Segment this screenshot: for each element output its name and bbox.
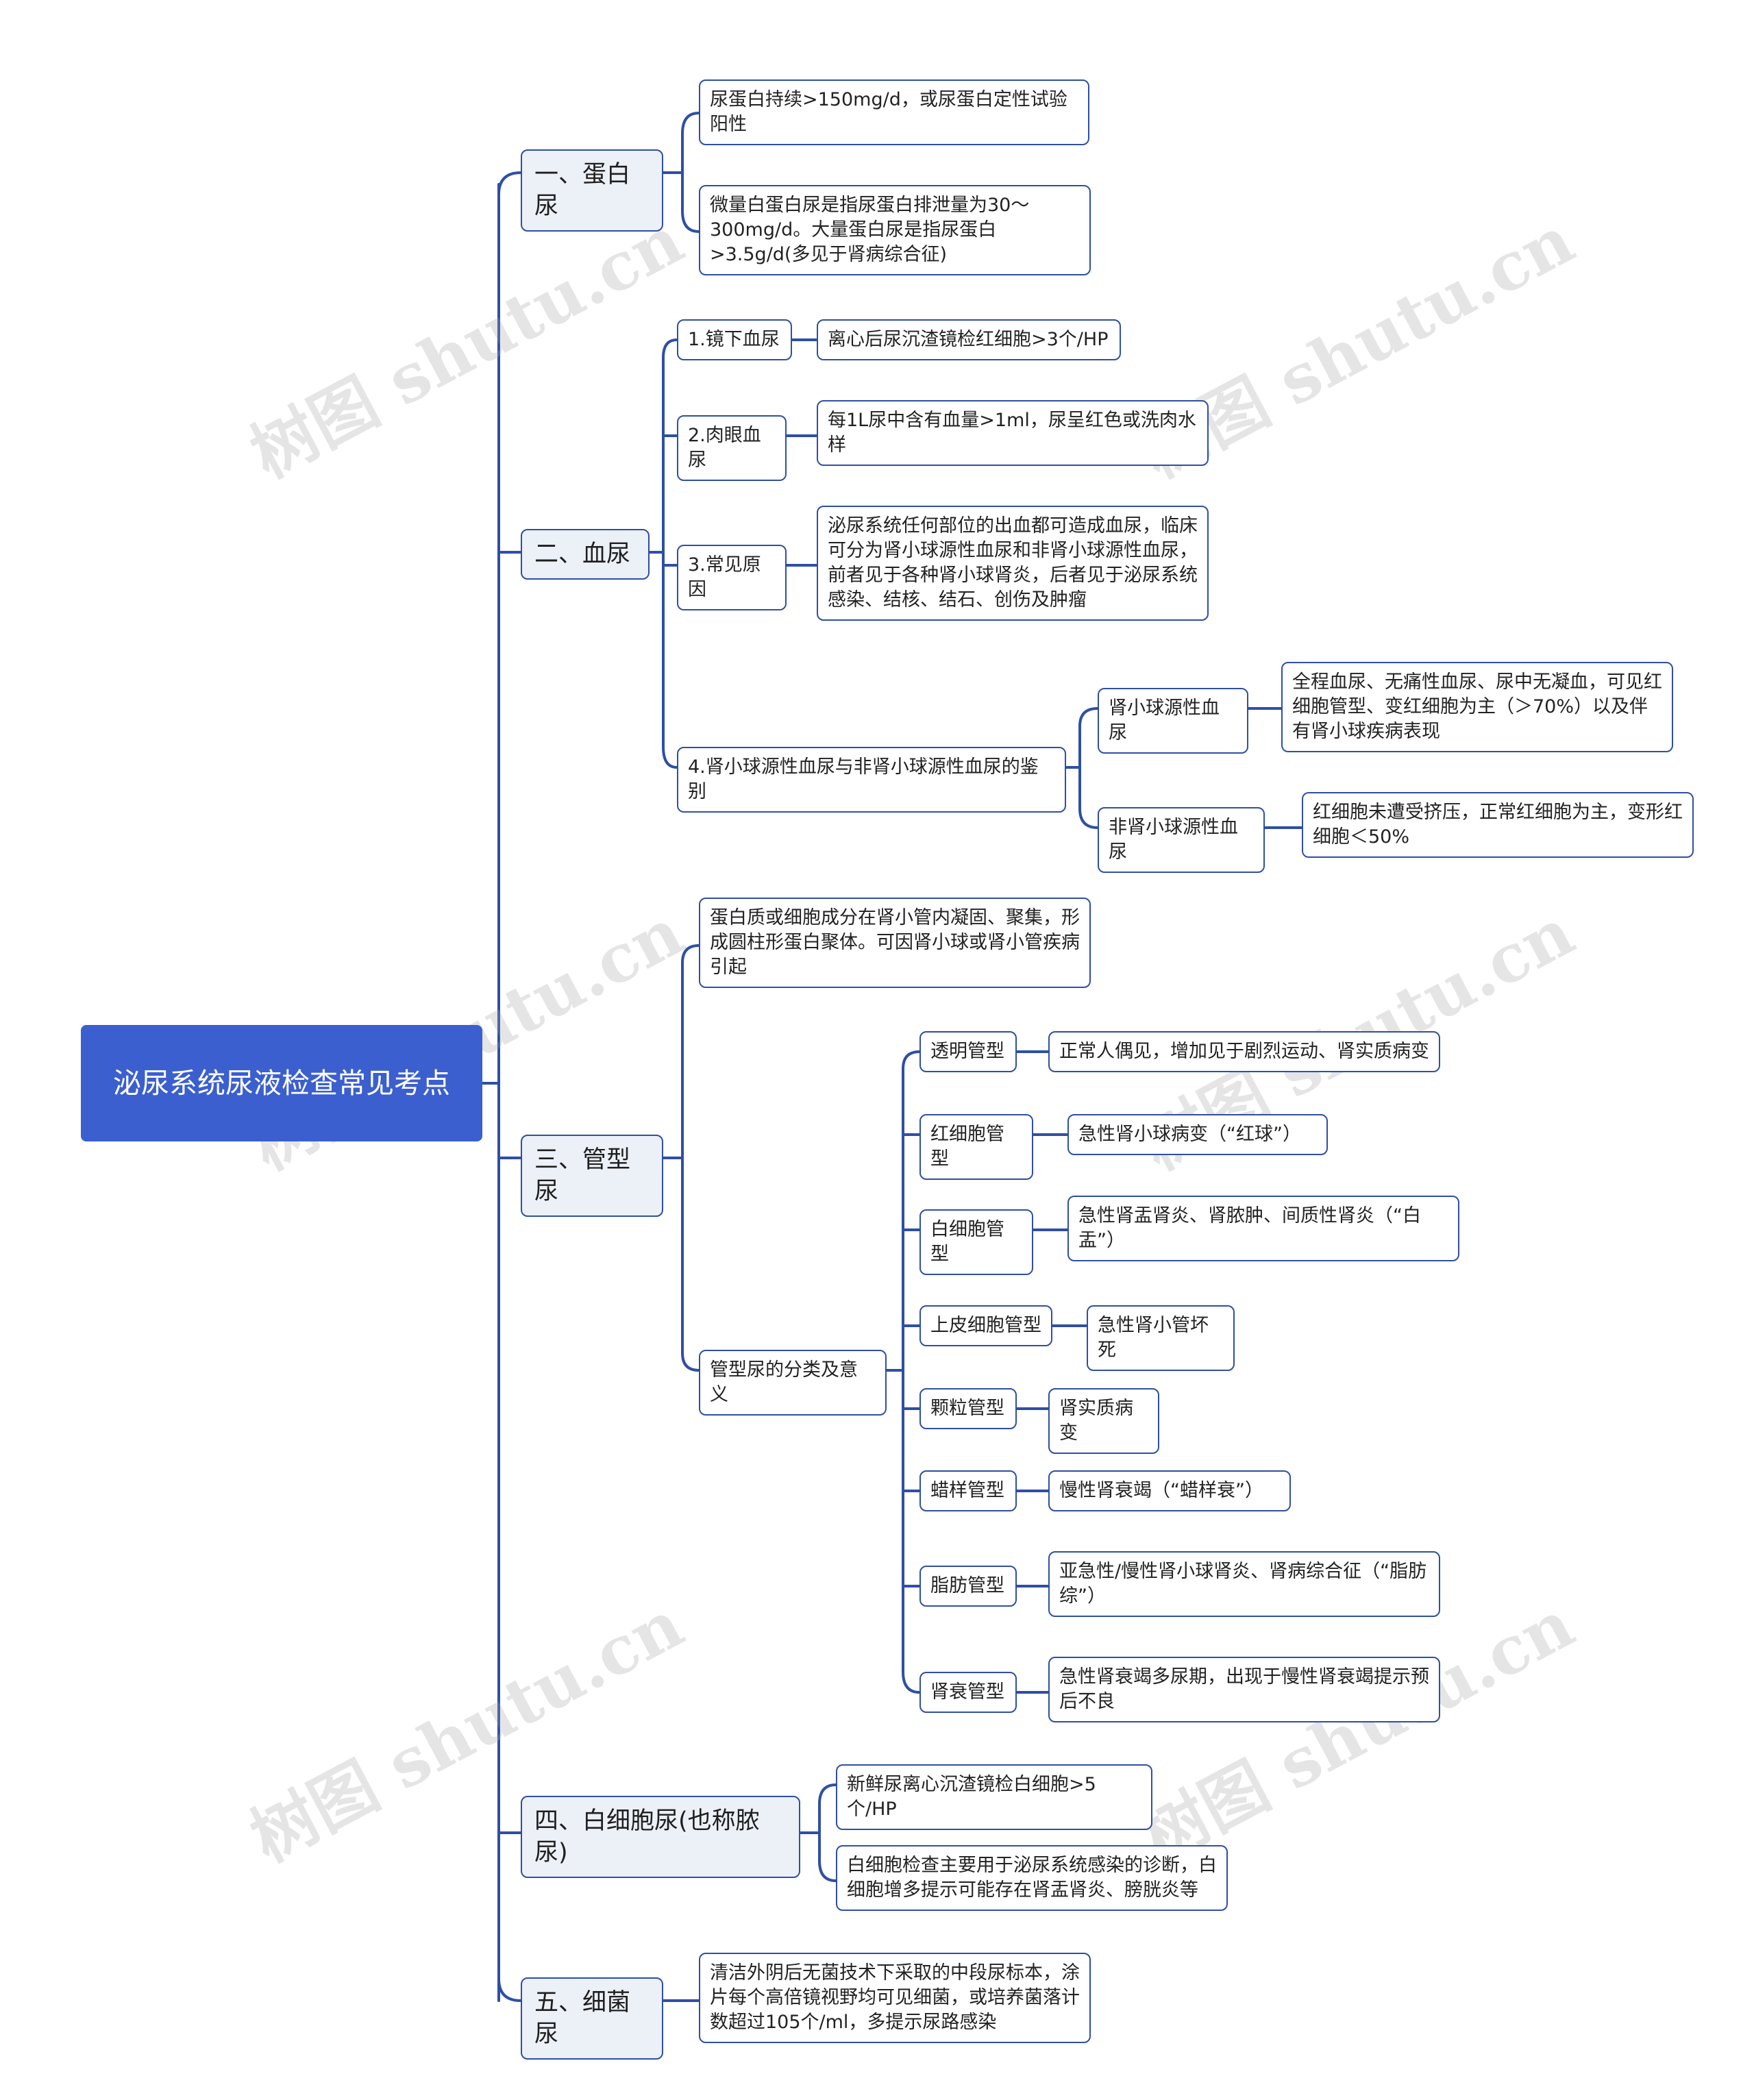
common-causes-desc[interactable]: 泌尿系统任何部位的出血都可造成血尿，临床可分为肾小球源性血尿和非肾小球源性血尿，… <box>817 506 1209 621</box>
cast-type-wbc-desc[interactable]: 急性肾盂肾炎、肾脓肿、间质性肾炎（“白盂”） <box>1067 1196 1459 1261</box>
gross-hematuria-desc[interactable]: 每1L尿中含有血量>1ml，尿呈红色或洗肉水样 <box>817 400 1209 466</box>
cast-type-fatty-desc[interactable]: 亚急性/慢性肾小球肾炎、肾病综合征（“脂肪综”） <box>1048 1551 1440 1617</box>
cast-type-rbc[interactable]: 红细胞管型 <box>919 1114 1033 1180</box>
gross-hematuria-label[interactable]: 2.肉眼血尿 <box>677 415 787 481</box>
cast-type-granular-desc[interactable]: 肾实质病变 <box>1048 1388 1159 1454</box>
leukocyturia-item-1[interactable]: 新鲜尿离心沉渣镜检白细胞>5个/HP <box>836 1764 1152 1830</box>
cast-type-rbc-desc[interactable]: 急性肾小球病变（“红球”） <box>1067 1114 1328 1155</box>
link-l1-bact <box>497 1977 522 2002</box>
bacteriuria-item-1[interactable]: 清洁外阴后无菌技术下采取的中段尿标本，涂片每个高倍镜视野均可见细菌，或培养菌落计… <box>699 1953 1091 2043</box>
leukocyturia-item-2[interactable]: 白细胞检查主要用于泌尿系统感染的诊断，白细胞增多提示可能存在肾盂肾炎、膀胱炎等 <box>836 1845 1228 1911</box>
microscopic-hematuria-label[interactable]: 1.镜下血尿 <box>677 319 792 360</box>
cast-type-waxy-desc[interactable]: 慢性肾衰竭（“蜡样衰”） <box>1048 1470 1291 1511</box>
glomerular-hematuria-desc[interactable]: 全程血尿、无痛性血尿、尿中无凝血，可见红细胞管型、变红细胞为主（＞70%）以及伴… <box>1281 662 1673 752</box>
cast-classification-label[interactable]: 管型尿的分类及意义 <box>699 1350 887 1416</box>
cast-type-granular[interactable]: 颗粒管型 <box>919 1388 1017 1429</box>
microscopic-hematuria-desc[interactable]: 离心后尿沉渣镜检红细胞>3个/HP <box>817 319 1121 360</box>
cast-type-epithelial[interactable]: 上皮细胞管型 <box>919 1305 1052 1346</box>
protein-item-2[interactable]: 微量白蛋白尿是指尿蛋白排泄量为30～300mg/d。大量蛋白尿是指尿蛋白>3.5… <box>699 185 1091 275</box>
link-l1-protein <box>497 171 522 196</box>
non-glomerular-hematuria-desc[interactable]: 红细胞未遭受挤压，正常红细胞为主，变形红细胞＜50% <box>1302 792 1694 858</box>
cast-type-hyaline-desc[interactable]: 正常人偶见，增加见于剧烈运动、肾实质病变 <box>1048 1031 1440 1072</box>
root-topic[interactable]: 泌尿系统尿液检查常见考点 <box>81 1025 482 1141</box>
cast-type-renal-failure-desc[interactable]: 急性肾衰竭多尿期，出现于慢性肾衰竭提示预后不良 <box>1048 1657 1440 1722</box>
cast-type-epithelial-desc[interactable]: 急性肾小管坏死 <box>1087 1305 1235 1371</box>
cast-type-wbc[interactable]: 白细胞管型 <box>919 1209 1033 1275</box>
cast-definition[interactable]: 蛋白质或细胞成分在肾小管内凝固、聚集，形成圆柱形蛋白聚体。可因肾小球或肾小管疾病… <box>699 898 1091 988</box>
topic-hematuria[interactable]: 二、血尿 <box>521 529 650 580</box>
cast-type-fatty[interactable]: 脂肪管型 <box>919 1566 1017 1607</box>
cast-type-hyaline[interactable]: 透明管型 <box>919 1031 1017 1072</box>
cast-type-waxy[interactable]: 蜡样管型 <box>919 1470 1017 1511</box>
protein-item-1[interactable]: 尿蛋白持续>150mg/d，或尿蛋白定性试验阳性 <box>699 79 1089 145</box>
topic-protein-urine[interactable]: 一、蛋白尿 <box>521 149 663 232</box>
topic-leukocyturia[interactable]: 四、白细胞尿(也称脓尿) <box>521 1796 800 1878</box>
cast-type-renal-failure[interactable]: 肾衰管型 <box>919 1672 1017 1713</box>
common-causes-label[interactable]: 3.常见原因 <box>677 545 787 610</box>
topic-bacteriuria[interactable]: 五、细菌尿 <box>521 1977 663 2060</box>
hematuria-differentiation-label[interactable]: 4.肾小球源性血尿与非肾小球源性血尿的鉴别 <box>677 747 1066 813</box>
non-glomerular-hematuria-label[interactable]: 非肾小球源性血尿 <box>1098 807 1265 873</box>
glomerular-hematuria-label[interactable]: 肾小球源性血尿 <box>1098 688 1248 754</box>
topic-cast-urine[interactable]: 三、管型尿 <box>521 1135 663 1217</box>
